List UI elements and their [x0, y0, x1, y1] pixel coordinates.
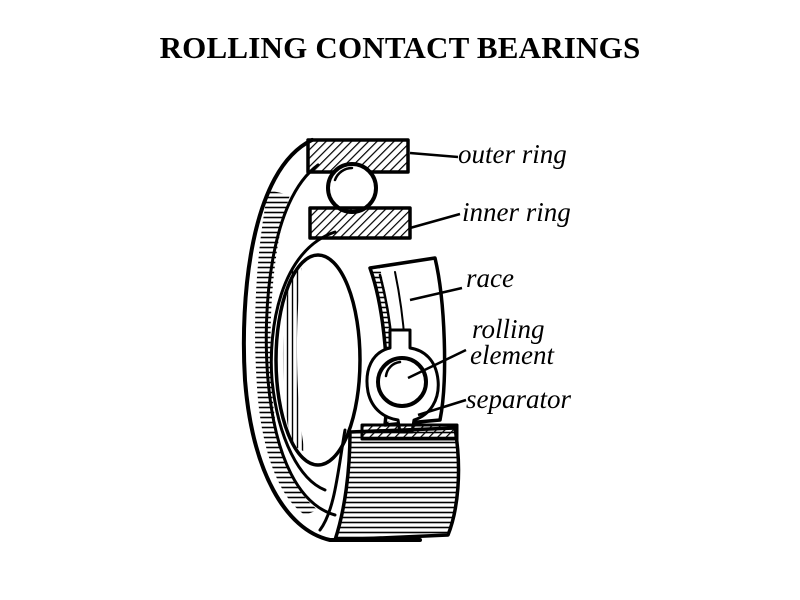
rolling-element-ball — [376, 356, 428, 408]
outer-ring-front — [333, 426, 461, 542]
inner-ring-section — [308, 206, 412, 240]
race-label: race — [466, 263, 514, 293]
inner-ring-shading — [283, 268, 305, 452]
rolling-label: rolling — [472, 314, 545, 344]
separator-label: separator — [466, 384, 572, 414]
inner-ring-label: inner ring — [462, 197, 571, 227]
rolling-element-leader — [407, 348, 467, 380]
top-ball — [326, 162, 378, 214]
inner-ring-leader — [409, 212, 461, 230]
race-leader — [409, 286, 463, 302]
inner-ring-outer-edge — [269, 230, 337, 492]
outer-ring-bottom-section — [360, 423, 459, 441]
outer-ring-leader — [409, 151, 459, 159]
bearing-drawing — [241, 138, 461, 542]
outer-ring-shading — [255, 190, 318, 515]
element-label: element — [470, 340, 555, 370]
inner-ring-bore — [274, 253, 362, 467]
leader-lines — [407, 151, 467, 417]
slide-title: ROLLING CONTACT BEARINGS — [159, 30, 641, 65]
outer-ring-label: outer ring — [458, 139, 567, 169]
separator-leader — [417, 398, 467, 417]
